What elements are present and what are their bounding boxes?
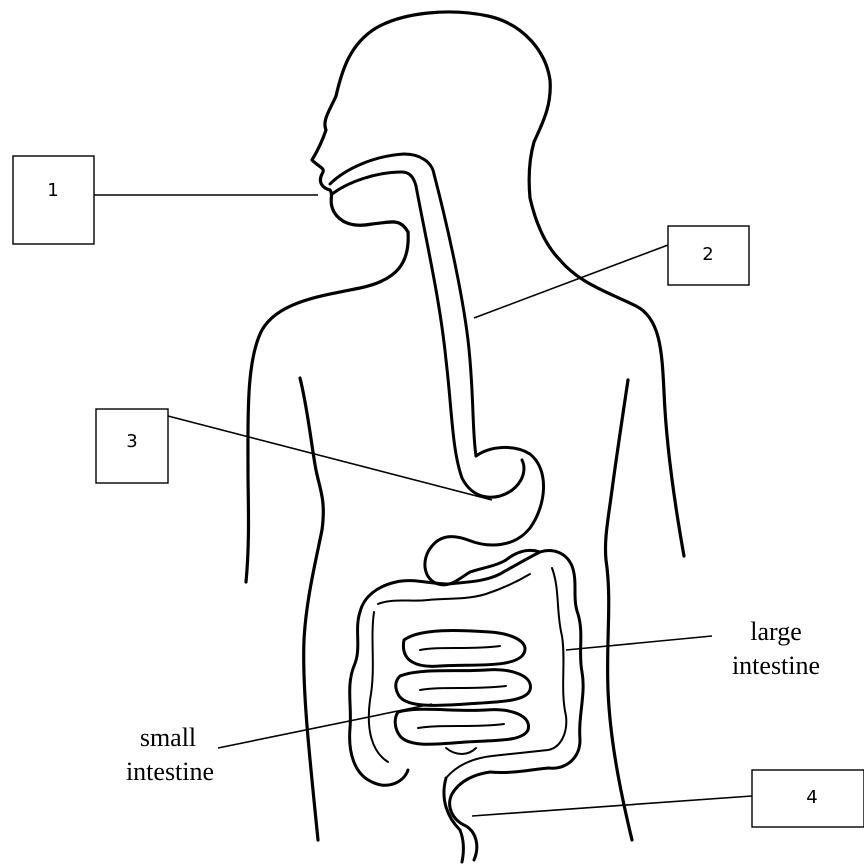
label-box-1: 1: [13, 156, 94, 244]
leader-line-small-intestine: [218, 704, 432, 748]
left-shoulder-outline: [246, 232, 408, 582]
leader-line-4: [472, 796, 752, 816]
leader-line-3: [168, 416, 492, 500]
stomach-inner: [462, 460, 524, 497]
small-intestine-label-line2: intestine: [126, 757, 214, 786]
head-outline: [312, 12, 560, 260]
small-intestine-label-line1: small: [140, 723, 196, 752]
right-inner-arm: [605, 380, 632, 840]
stomach-outline: [425, 447, 544, 584]
large-intestine-label-line2: intestine: [732, 651, 820, 680]
right-shoulder-outline: [560, 260, 684, 556]
large-intestine-left: [350, 552, 540, 785]
esophagus-left-wall: [416, 186, 462, 478]
digestive-tract: [330, 154, 583, 862]
leader-line-large-intestine: [566, 636, 712, 650]
large-intestine-inner-left: [369, 574, 530, 762]
left-inner-arm: [300, 378, 323, 840]
label-box-4-number: 4: [806, 787, 817, 808]
small-intestine-folds: [418, 646, 506, 754]
label-box-3: 3: [96, 409, 168, 483]
large-intestine-label-line1: large: [750, 617, 802, 646]
mouth-outline: [330, 154, 434, 184]
label-box-2-number: 2: [702, 244, 713, 265]
large-intestine-label: large intestine: [732, 617, 820, 680]
label-box-1-number: 1: [47, 180, 58, 201]
label-box-3-number: 3: [126, 431, 137, 452]
small-intestine-label: small intestine: [126, 723, 214, 786]
large-intestine-inner-right: [446, 568, 566, 778]
label-box-2: 2: [668, 226, 749, 285]
mouth-inner: [332, 172, 416, 194]
body-outline: [246, 12, 684, 840]
label-box-4: 4: [752, 770, 864, 827]
